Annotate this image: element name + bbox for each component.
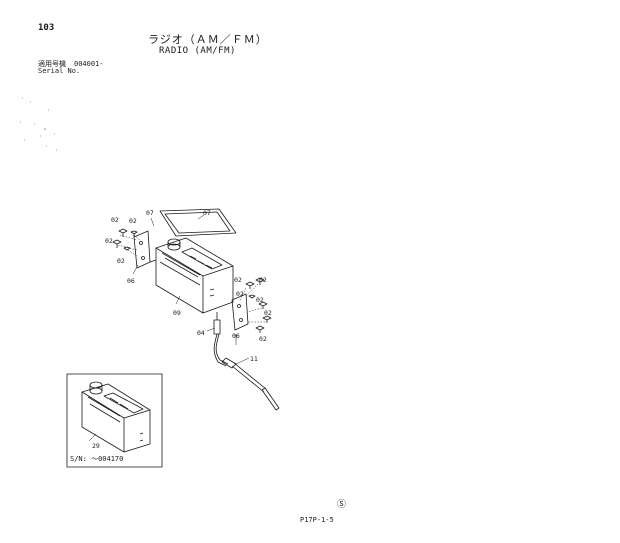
- leader-lines: [88, 214, 250, 442]
- callout-07: 07: [146, 209, 154, 217]
- callout-07: 07: [203, 209, 211, 217]
- callout-09: 09: [173, 309, 181, 317]
- serial-value: 004001-: [74, 60, 104, 68]
- title-japanese: ラジオ（ＡＭ／ＦＭ）: [148, 33, 268, 46]
- callout-labels: 02 02 07 07 02 02 06 09 02 02 02 02 02 0…: [92, 209, 272, 450]
- page-number: 103: [38, 23, 55, 33]
- callout-02: 02: [111, 216, 119, 224]
- callout-02: 02: [236, 290, 244, 298]
- left-bracket: [133, 230, 157, 269]
- right-screws: [239, 277, 272, 333]
- inset-box: [66, 373, 163, 468]
- callout-29: 29: [92, 442, 100, 450]
- right-bracket: [231, 293, 249, 331]
- drawing-code: P17P-1-5: [300, 516, 334, 524]
- callout-06: 06: [127, 277, 135, 285]
- serial-label-english: Serial No.: [38, 67, 81, 75]
- serial-label-japanese: 適用号機: [38, 60, 66, 68]
- radio-unit: [155, 237, 234, 314]
- callout-04: 04: [197, 329, 205, 337]
- title-english: RADIO (AM/FM): [159, 46, 236, 56]
- antenna-cable: [213, 312, 280, 411]
- callout-02: 02: [264, 309, 272, 317]
- callout-02: 02: [259, 335, 267, 343]
- callout-02: 02: [105, 237, 113, 245]
- inset-serial-label: S/N: ～004170: [70, 455, 124, 463]
- left-screws: [112, 228, 142, 257]
- callout-02: 02: [256, 296, 264, 304]
- callout-06: 06: [232, 332, 240, 340]
- callout-02: 02: [117, 257, 125, 265]
- cover-frame: [159, 208, 237, 237]
- circled-s-mark: Ⓢ: [337, 500, 347, 510]
- scan-specks: [20, 97, 57, 151]
- callout-02: 02: [259, 276, 267, 284]
- callout-02: 02: [129, 217, 137, 225]
- callout-11: 11: [250, 355, 258, 363]
- callout-02: 02: [234, 276, 242, 284]
